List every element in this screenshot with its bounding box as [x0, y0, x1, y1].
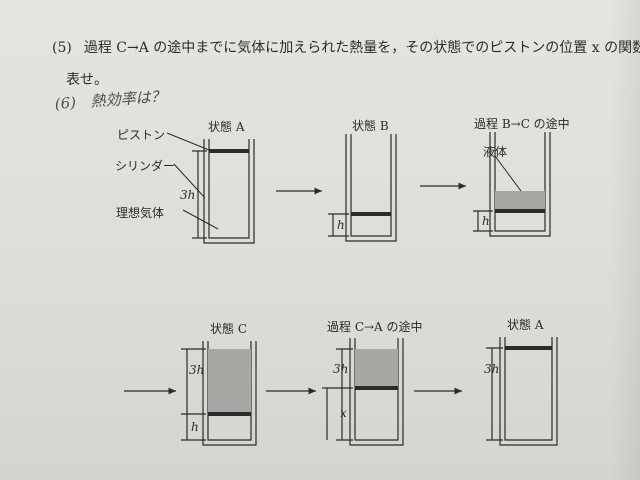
state-c-height-h: h: [191, 420, 199, 434]
state-a-bottom-title: 状態 A: [507, 318, 544, 332]
question-5-continuation: 表せ。: [66, 72, 108, 88]
cylinder-state-a: [166, 132, 255, 244]
cylinder-state-a-bottom: [486, 337, 558, 446]
state-b-title: 状態 B: [352, 119, 389, 133]
piston-process-bc: [495, 209, 545, 213]
ideal-gas-label: 理想気体: [116, 206, 165, 220]
liquid-state-c: [208, 349, 251, 412]
liquid-label: 液体: [483, 145, 508, 159]
piston-state-c: [208, 412, 251, 416]
process-ca-height-x: x: [340, 406, 347, 420]
piston-label: ピストン: [117, 128, 166, 142]
question-5-number: (5): [52, 40, 72, 56]
piston-state-a-bottom: [505, 346, 552, 350]
cylinder-state-b: [328, 134, 397, 242]
process-bc-title: 過程 B→C の途中: [474, 117, 570, 131]
state-c-height-3h: 3h: [189, 363, 205, 377]
state-c-title: 状態 C: [210, 322, 247, 336]
state-a-bottom-height-3h: 3h: [484, 362, 500, 376]
piston-state-b: [351, 212, 391, 216]
question-5-text: 過程 C→A の途中までに気体に加えられた熱量を，その状態でのピストンの位置 x…: [83, 40, 640, 56]
cylinder-label: シリンダー: [115, 159, 176, 173]
cylinder-process-ca: [322, 338, 404, 446]
process-ca-title: 過程 C→A の途中: [327, 320, 423, 334]
process-bc-height-h: h: [482, 214, 490, 228]
state-a-title: 状態 A: [208, 120, 245, 134]
cylinder-process-bc: [473, 132, 551, 237]
piston-process-ca: [355, 386, 398, 390]
page-shadow: [610, 0, 640, 480]
cylinder-state-c: [181, 341, 257, 446]
liquid-process-ca: [355, 349, 398, 386]
state-b-height-h: h: [337, 218, 345, 232]
process-ca-height-3h: 3h: [333, 362, 349, 376]
liquid-process-bc: [495, 191, 545, 209]
piston-state-a: [209, 149, 249, 153]
state-a-height-3h: 3h: [180, 188, 196, 202]
question-5: (5) 過程 C→A の途中までに気体に加えられた熱量を，その状態でのピストンの位…: [52, 37, 640, 57]
